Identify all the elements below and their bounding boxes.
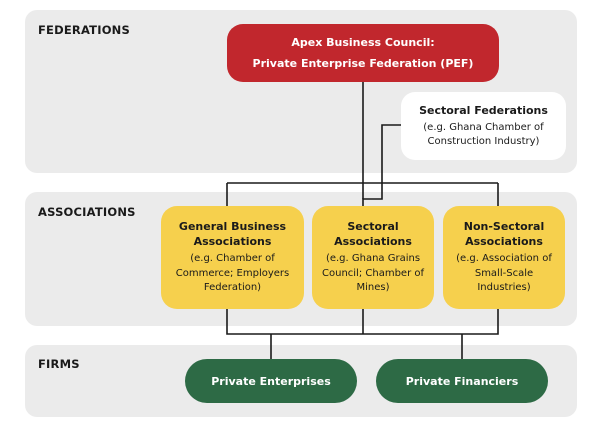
sectoral-federations-example: (e.g. Ghana Chamber of Construction Indu…	[423, 121, 544, 148]
association-title: General Business Associations	[178, 220, 287, 249]
firm-label: Private Enterprises	[211, 374, 331, 388]
apex-line2: Private Enterprise Federation (PEF)	[252, 57, 474, 70]
apex-business-council: Apex Business Council: Private Enterpris…	[227, 24, 499, 82]
sectoral-federations-title: Sectoral Federations	[419, 103, 548, 117]
sectoral-federations-box: Sectoral Federations (e.g. Ghana Chamber…	[401, 92, 566, 160]
association-title: Sectoral Associations	[334, 220, 412, 249]
band-label-federations: FEDERATIONS	[38, 23, 130, 37]
association-sectoral: Sectoral Associations (e.g. Ghana Grains…	[312, 206, 434, 309]
band-label-firms: FIRMS	[38, 357, 80, 371]
association-general-business: General Business Associations (e.g. Cham…	[161, 206, 304, 309]
association-example: (e.g. Chamber of Commerce; Employers Fed…	[175, 253, 290, 294]
firm-label: Private Financiers	[405, 374, 519, 388]
association-example: (e.g. Ghana Grains Council; Chamber of M…	[322, 253, 424, 294]
association-non-sectoral: Non-Sectoral Associations (e.g. Associat…	[443, 206, 565, 309]
firm-private-financiers: Private Financiers	[376, 359, 548, 403]
apex-line1: Apex Business Council:	[291, 36, 435, 49]
association-example: (e.g. Association of Small-Scale Industr…	[456, 253, 552, 294]
band-label-associations: ASSOCIATIONS	[38, 205, 136, 219]
firm-private-enterprises: Private Enterprises	[185, 359, 357, 403]
association-title: Non-Sectoral Associations	[463, 220, 545, 249]
